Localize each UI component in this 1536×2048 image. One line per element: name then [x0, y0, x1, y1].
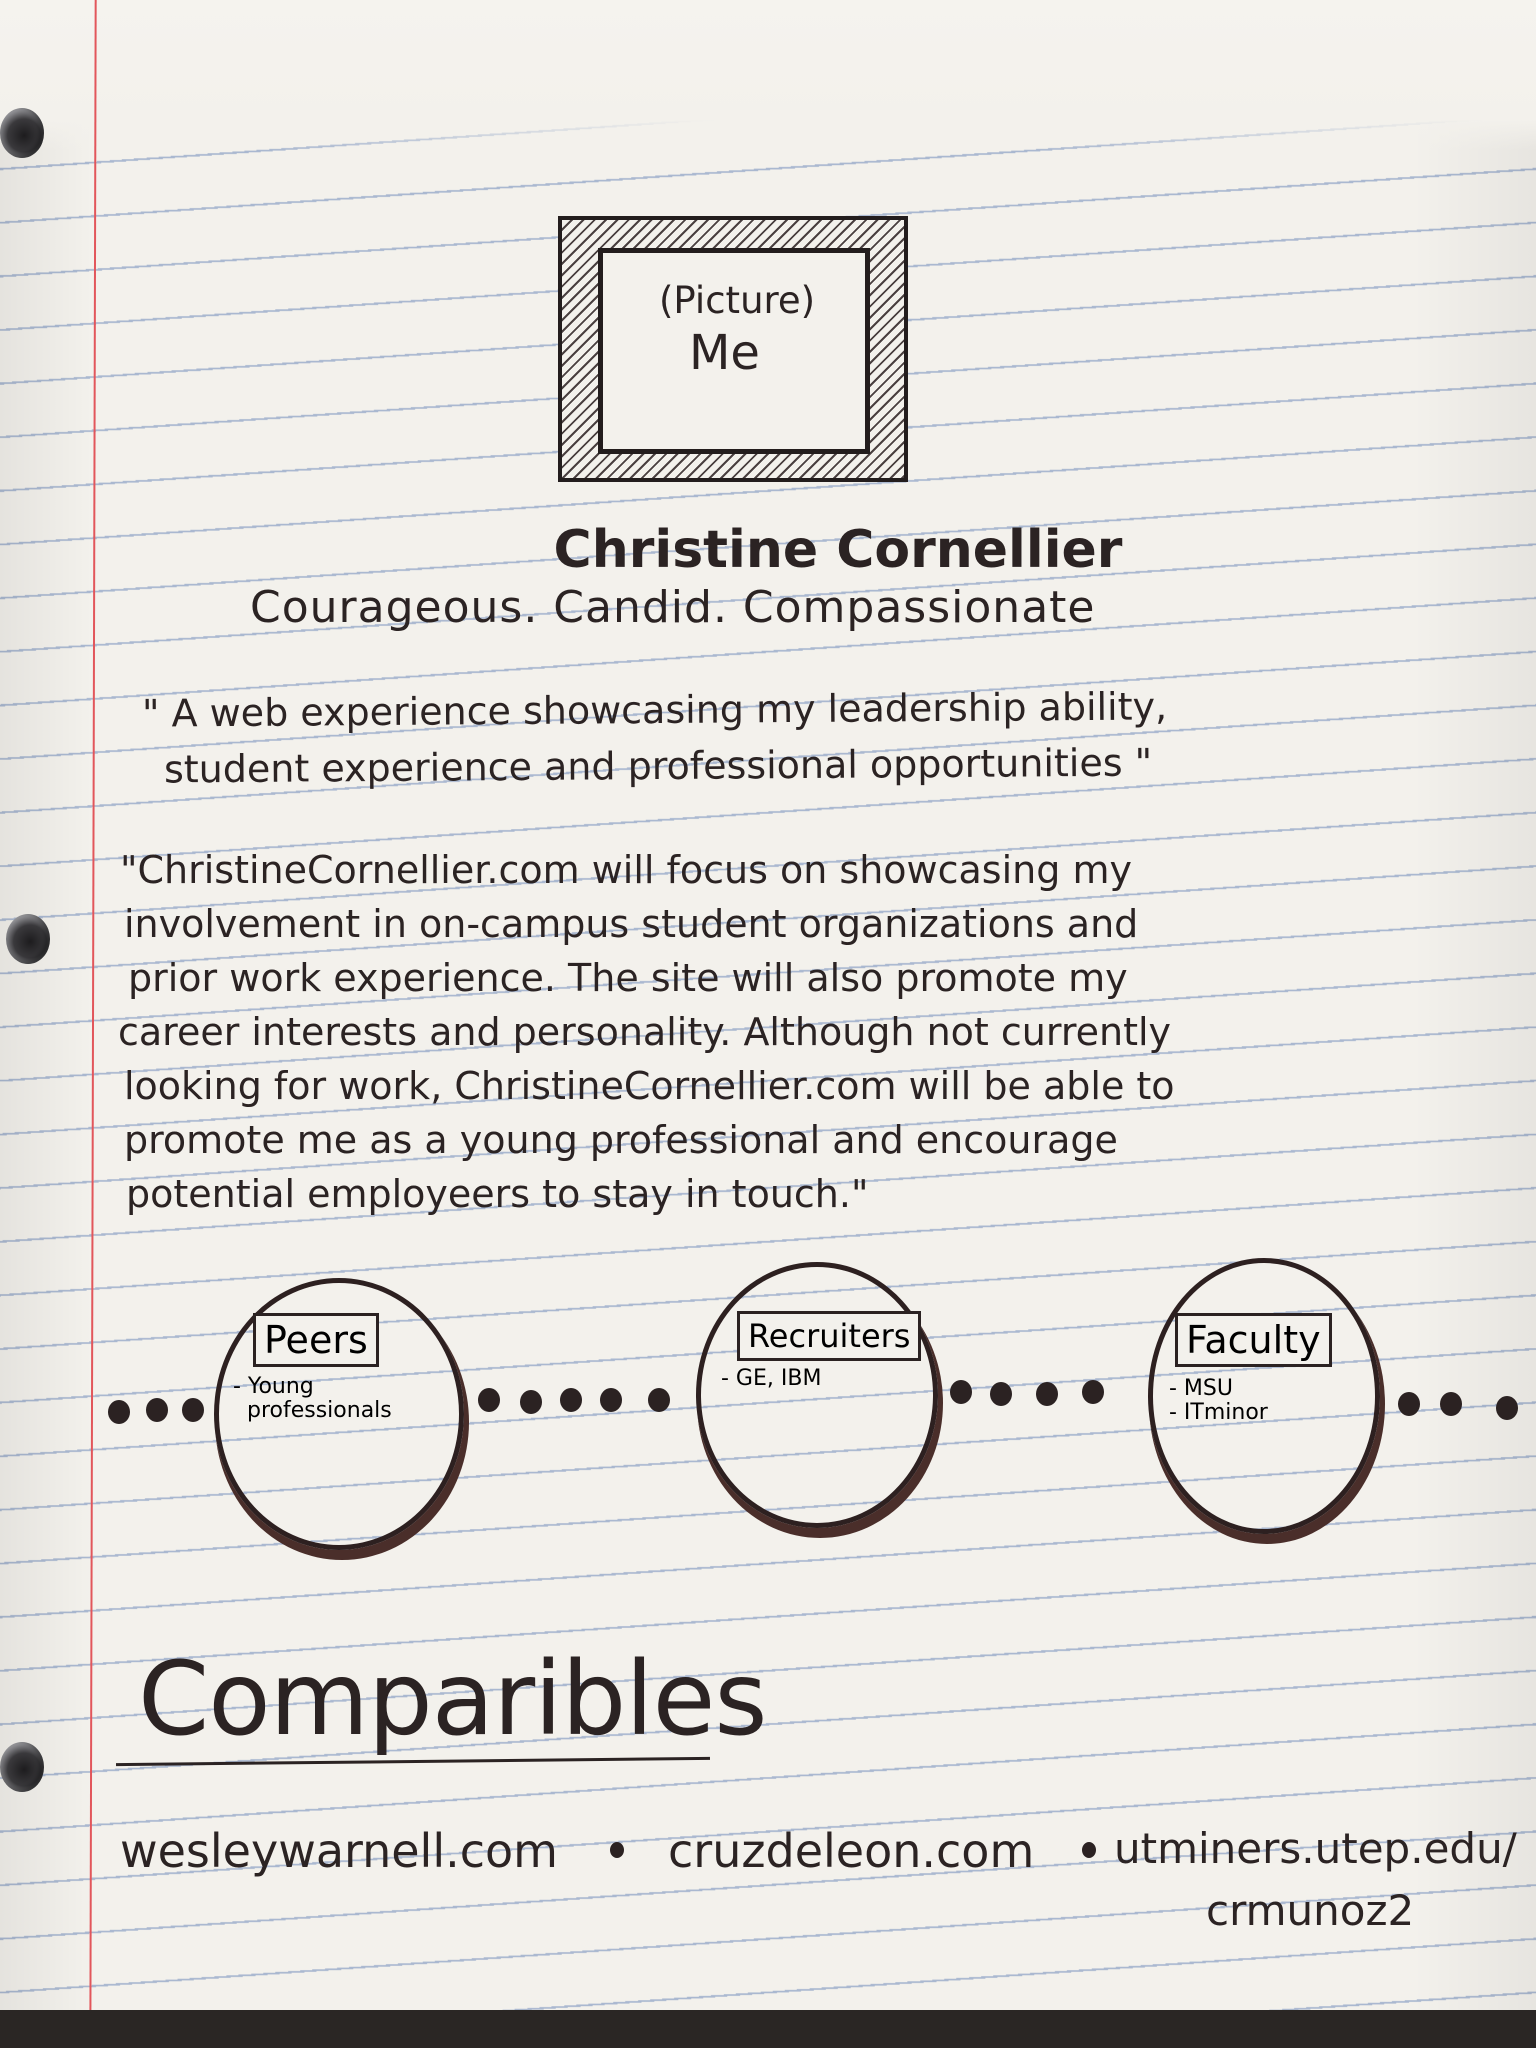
connector-dot [182, 1398, 204, 1422]
connector-dot [1036, 1382, 1058, 1406]
audience-label: Recruiters [737, 1311, 922, 1361]
paper-top-margin [0, 0, 1536, 150]
audience-note: - GE, IBM [721, 1366, 822, 1391]
connector-dot [990, 1382, 1012, 1406]
binder-hole-middle [6, 914, 50, 964]
photo-label: Me [689, 325, 760, 381]
binder-hole-top [0, 108, 44, 158]
comparable-bullet [610, 1842, 624, 1858]
binder-hole-bottom [0, 1742, 44, 1792]
connector-dot [108, 1400, 130, 1424]
connector-dot [478, 1388, 500, 1412]
connector-dot [520, 1390, 542, 1414]
mission-line: " A web experience showcasing my leaders… [141, 684, 1168, 736]
connector-dot [950, 1380, 972, 1404]
description-line: career interests and personality. Althou… [118, 1010, 1172, 1054]
connector-dot [648, 1388, 670, 1412]
audience-circle-recruiters: Recruiters - GE, IBM [696, 1262, 938, 1528]
audience-note: - Young professionals [233, 1374, 392, 1423]
audience-label: Peers [253, 1313, 379, 1367]
connector-dot [1496, 1396, 1518, 1420]
connector-dot [600, 1388, 622, 1412]
audience-diagram: Peers - Young professionals Recruiters -… [0, 1240, 1536, 1550]
profile-photo-placeholder: (Picture) Me [558, 216, 908, 482]
mission-line: student experience and professional oppo… [163, 740, 1153, 792]
photo-inner-box: (Picture) Me [598, 248, 870, 454]
comparable-site: wesleywarnell.com [120, 1824, 558, 1878]
audience-note: - MSU - ITminor [1169, 1376, 1268, 1425]
audience-label: Faculty [1175, 1313, 1332, 1367]
comparable-site: crmunoz2 [1206, 1886, 1415, 1935]
description-line: looking for work, ChristineCornellier.co… [124, 1064, 1175, 1108]
connector-dot [146, 1398, 168, 1422]
audience-circle-faculty: Faculty - MSU - ITminor [1148, 1258, 1380, 1534]
comparables-heading: Comparibles [138, 1640, 767, 1759]
description-line: promote me as a young professional and e… [124, 1118, 1118, 1162]
photo-caption: (Picture) [659, 279, 816, 322]
profile-name: Christine Cornellier [553, 520, 1123, 580]
description-line: potential employeers to stay in touch." [126, 1172, 869, 1216]
connector-dot [1082, 1380, 1104, 1404]
audience-circle-peers: Peers - Young professionals [214, 1278, 464, 1550]
comparable-bullet [1082, 1842, 1096, 1858]
connector-dot [1398, 1392, 1420, 1416]
description-line: "ChristineCornellier.com will focus on s… [120, 848, 1132, 892]
description-line: prior work experience. The site will als… [128, 956, 1128, 1000]
red-margin-line [89, 0, 97, 2010]
description-line: involvement in on-campus student organiz… [124, 902, 1139, 946]
connector-dot [1440, 1392, 1462, 1416]
comparable-site: cruzdeleon.com [668, 1824, 1035, 1878]
connector-dot [560, 1388, 582, 1412]
profile-tagline: Courageous. Candid. Compassionate [250, 582, 1096, 633]
comparable-site: utminers.utep.edu/ [1114, 1824, 1517, 1873]
